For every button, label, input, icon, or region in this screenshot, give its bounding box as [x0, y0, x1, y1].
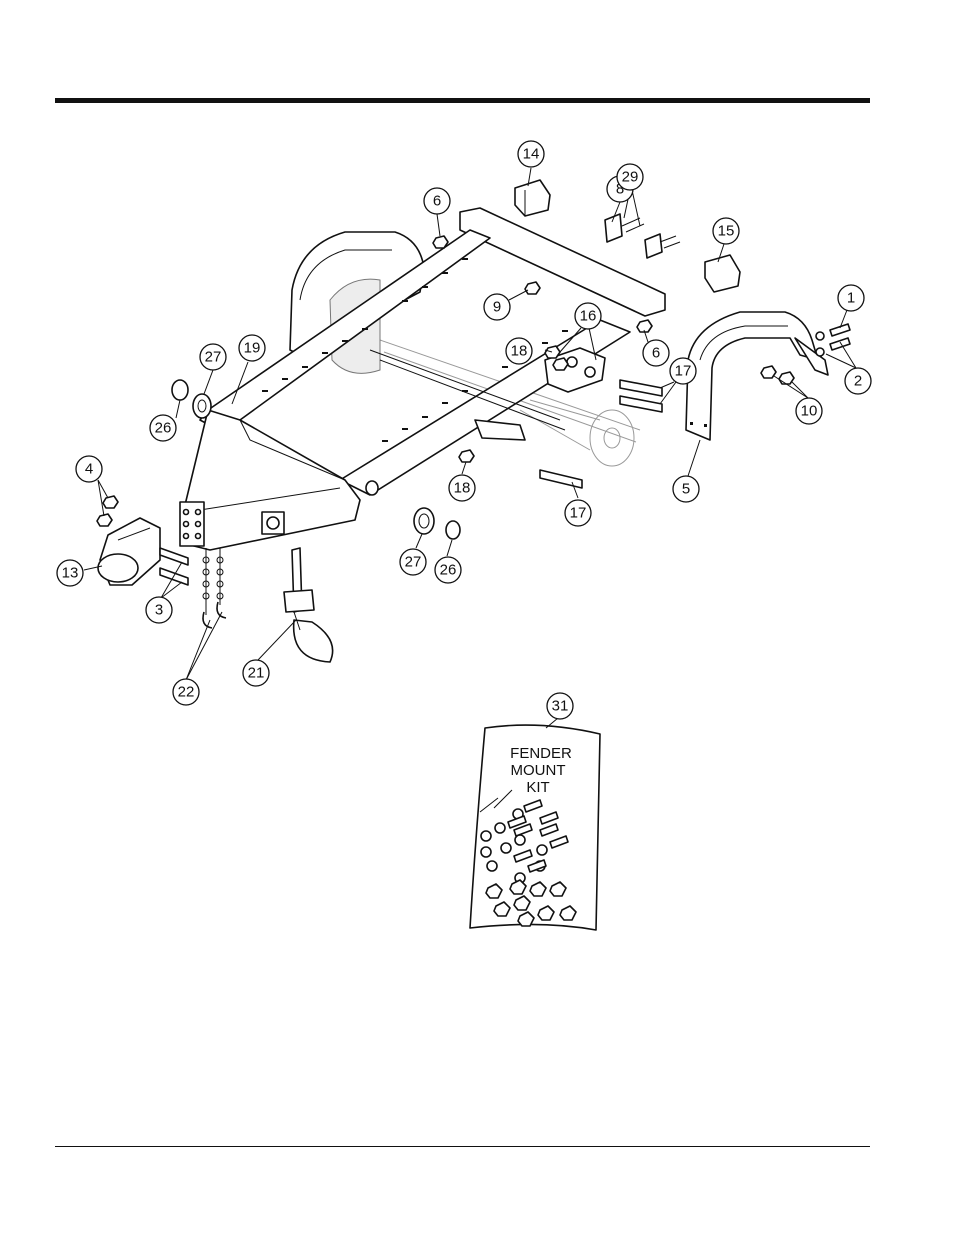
- callout-29: 29: [617, 164, 643, 190]
- svg-text:6: 6: [652, 345, 660, 362]
- fender-mount-kit-bag: FENDER MOUNT KIT: [470, 725, 600, 930]
- svg-text:27: 27: [205, 349, 222, 366]
- kit-label-line3: KIT: [526, 779, 549, 796]
- bracket-8: [605, 214, 680, 258]
- svg-text:2: 2: [854, 373, 862, 390]
- kit-label-line2: MOUNT: [511, 762, 566, 779]
- light-left: [515, 180, 550, 216]
- callout-10: 10: [796, 398, 822, 424]
- callout-18-upper: 18: [506, 338, 532, 364]
- callout-14: 14: [518, 141, 544, 167]
- callout-1: 1: [838, 285, 864, 311]
- bearing-27-left: [193, 394, 211, 418]
- callout-15: 15: [713, 218, 739, 244]
- callout-27-right: 27: [400, 549, 426, 575]
- callout-26-left: 26: [150, 415, 176, 441]
- svg-text:26: 26: [440, 562, 457, 579]
- svg-text:10: 10: [801, 403, 818, 420]
- light-right: [705, 255, 740, 292]
- callout-17-upper: 17: [670, 358, 696, 384]
- callout-4: 4: [76, 456, 102, 482]
- callout-21: 21: [243, 660, 269, 686]
- svg-text:27: 27: [405, 554, 422, 571]
- kit-label-line1: FENDER: [510, 745, 572, 762]
- callout-6-right: 6: [643, 340, 669, 366]
- callout-27-left: 27: [200, 344, 226, 370]
- svg-text:18: 18: [511, 343, 528, 360]
- callout-26-right: 26: [435, 557, 461, 583]
- svg-text:31: 31: [552, 698, 569, 715]
- callout-3: 3: [146, 597, 172, 623]
- callout-22: 22: [173, 679, 199, 705]
- tongue-jack: [262, 512, 333, 662]
- callout-6-top: 6: [424, 188, 450, 214]
- svg-text:26: 26: [155, 420, 172, 437]
- svg-text:14: 14: [523, 146, 540, 163]
- bolt-17-lower: [540, 470, 582, 488]
- callout-2: 2: [845, 368, 871, 394]
- callout-18-lower: 18: [449, 475, 475, 501]
- bearing-27-right: [414, 508, 434, 534]
- svg-text:1: 1: [847, 290, 855, 307]
- svg-text:16: 16: [580, 308, 597, 325]
- svg-text:15: 15: [718, 223, 735, 240]
- nut-6-left: [433, 236, 448, 248]
- washer-26-right: [446, 521, 460, 539]
- callout-19: 19: [239, 335, 265, 361]
- svg-text:22: 22: [178, 684, 195, 701]
- callout-31: 31: [547, 693, 573, 719]
- lower-bracket: [475, 420, 525, 440]
- callout-9: 9: [484, 294, 510, 320]
- svg-text:4: 4: [85, 461, 93, 478]
- svg-text:29: 29: [622, 169, 639, 186]
- hitch-coupler: [98, 518, 160, 585]
- tongue-plate: [180, 502, 204, 546]
- footer-rule: [55, 1146, 870, 1147]
- svg-text:19: 19: [244, 340, 261, 357]
- washer-26-left: [172, 380, 188, 400]
- svg-text:17: 17: [675, 363, 692, 380]
- callout-17-lower: 17: [565, 500, 591, 526]
- svg-text:9: 9: [493, 299, 501, 316]
- svg-text:21: 21: [248, 665, 265, 682]
- svg-text:17: 17: [570, 505, 587, 522]
- svg-text:5: 5: [682, 481, 690, 498]
- bolts-3: [160, 548, 188, 585]
- callout-5: 5: [673, 476, 699, 502]
- svg-text:13: 13: [62, 565, 79, 582]
- callout-13: 13: [57, 560, 83, 586]
- bolts-17-upper: [620, 380, 662, 412]
- safety-chains: [203, 548, 226, 628]
- svg-text:3: 3: [155, 602, 163, 619]
- nut-9: [525, 282, 540, 294]
- callout-16: 16: [575, 303, 601, 329]
- nut-18-lower: [459, 450, 474, 462]
- nuts-4: [97, 496, 118, 526]
- svg-text:6: 6: [433, 193, 441, 210]
- svg-text:18: 18: [454, 480, 471, 497]
